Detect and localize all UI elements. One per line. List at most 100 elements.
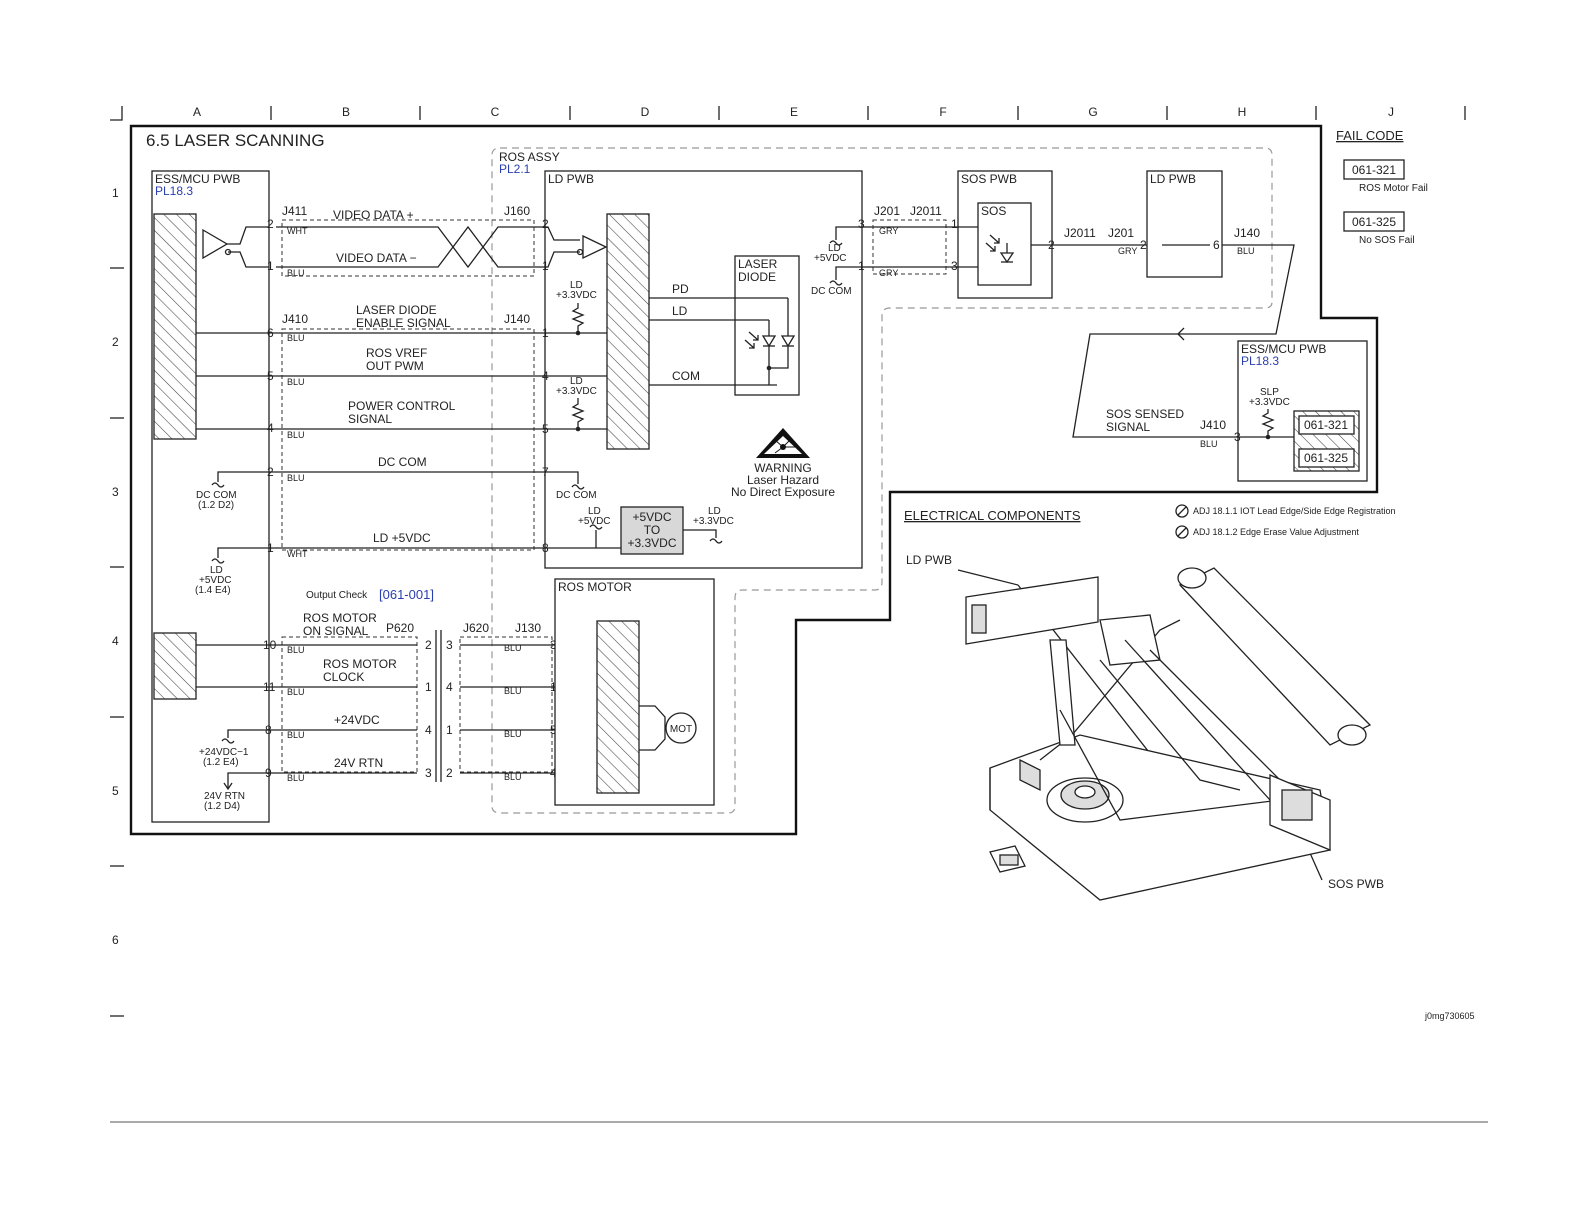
line-driver-icon bbox=[202, 228, 229, 260]
motor-icon bbox=[665, 712, 697, 744]
ref-ld5v-loc: (1.4 E4) bbox=[195, 585, 231, 596]
adj-icon-2 bbox=[1175, 525, 1189, 539]
row-grid: 1 2 3 4 5 6 bbox=[110, 186, 124, 1017]
voltage-converter bbox=[620, 506, 684, 555]
ref-33v-pullup-1: +3.3VDC bbox=[556, 290, 597, 301]
fail-code-1: 061-321 bbox=[1352, 163, 1396, 177]
pin-j201-3: 3 bbox=[858, 217, 865, 231]
signal-24v-rtn: 24V RTN bbox=[334, 756, 383, 770]
dc-com-ref-lead bbox=[217, 471, 269, 482]
wire-color-blu-2: BLU bbox=[287, 473, 305, 483]
row-label-6: 6 bbox=[112, 933, 119, 947]
sos-sensor-label: SOS bbox=[981, 204, 1006, 218]
ref-ld: LD bbox=[210, 565, 223, 576]
pin-j140-5: 5 bbox=[542, 422, 549, 436]
ld-harness-outline bbox=[281, 328, 535, 551]
laser-diode-line1: LASER bbox=[738, 257, 778, 271]
ros-assy-ref: PL2.1 bbox=[499, 162, 531, 176]
wire-video-minus bbox=[276, 225, 534, 268]
pin-j2011-3: 3 bbox=[951, 259, 958, 273]
connector-j411: J411 bbox=[282, 204, 307, 218]
ref-33v-slp: +3.3VDC bbox=[1249, 397, 1290, 408]
signal-com: COM bbox=[672, 369, 700, 383]
ld-pwb-right-title: LD PWB bbox=[1150, 172, 1196, 186]
ess-right-title: ESS/MCU PWB bbox=[1241, 342, 1326, 356]
pin-j410r-3: 3 bbox=[1234, 430, 1241, 444]
pin-1-video: 1 bbox=[267, 259, 274, 273]
code-061-325-inner: 061-325 bbox=[1304, 451, 1348, 465]
code-box-061-321-inner bbox=[1298, 415, 1355, 435]
pin-j620-1: 1 bbox=[446, 723, 453, 737]
signal-ld: LD bbox=[672, 304, 688, 318]
pin-j130-5: 5 bbox=[550, 723, 557, 737]
connector-j201: J201 bbox=[874, 204, 900, 218]
motor-label: MOT bbox=[670, 724, 692, 735]
fail-code-2-desc: No SOS Fail bbox=[1359, 235, 1415, 246]
pin-j160-1: 1 bbox=[542, 259, 549, 273]
wire-color-blu-5: BLU bbox=[287, 377, 305, 387]
ref-5vdc: +5VDC bbox=[199, 575, 232, 586]
wire-color-blu-m1: BLU bbox=[287, 645, 305, 655]
ref-ld-conv-out: LD bbox=[708, 506, 721, 517]
ref-dc-com-sos: DC COM bbox=[811, 286, 852, 297]
ros-assembly-illustration bbox=[957, 567, 1372, 901]
col-label-g: G bbox=[1088, 105, 1097, 119]
resistor-icon-1 bbox=[571, 303, 585, 333]
connector-j620: J620 bbox=[463, 621, 489, 635]
wire-color-gry-2: GRY bbox=[879, 268, 898, 278]
pin-j130-1: 1 bbox=[550, 680, 557, 694]
electrical-components-heading: ELECTRICAL COMPONENTS bbox=[904, 508, 1081, 523]
col-label-h: H bbox=[1238, 105, 1247, 119]
fail-code-box-2 bbox=[1343, 211, 1405, 232]
wire-color-blu-m3: BLU bbox=[287, 730, 305, 740]
signal-motor-clock-2: CLOCK bbox=[323, 670, 364, 684]
col-label-d: D bbox=[641, 105, 650, 119]
ref-5v-sos: +5VDC bbox=[814, 253, 847, 264]
ref-slp: SLP bbox=[1260, 387, 1279, 398]
warning-line3: No Direct Exposure bbox=[731, 485, 835, 499]
ld-pwb-right-box bbox=[1146, 170, 1223, 278]
laser-diode-line2: DIODE bbox=[738, 270, 776, 284]
col-label-a: A bbox=[193, 105, 201, 119]
ref-24v-rtn-loc: (1.2 D4) bbox=[204, 801, 240, 812]
ref-24v-rtn: 24V RTN bbox=[204, 791, 245, 802]
resistor-icon-3 bbox=[1261, 409, 1275, 437]
pin-p620-4: 4 bbox=[425, 723, 432, 737]
signal-sos-sensed-1: SOS SENSED bbox=[1106, 407, 1184, 421]
wire-color-blu-m5: BLU bbox=[504, 643, 522, 653]
ref-ld-pullup-2: LD bbox=[570, 376, 583, 387]
output-check-code[interactable]: [061-001] bbox=[379, 587, 434, 602]
adj-1[interactable]: ADJ 18.1.1 IOT Lead Edge/Side Edge Regis… bbox=[1193, 506, 1395, 516]
connector-j201-right: J201 bbox=[1108, 226, 1134, 240]
connector-j130: J130 bbox=[515, 621, 541, 635]
connector-j160: J160 bbox=[504, 204, 530, 218]
pin-j160-2: 2 bbox=[542, 217, 549, 231]
pin-j140-4: 4 bbox=[542, 369, 549, 383]
callout-sos-pwb: SOS PWB bbox=[1328, 877, 1384, 891]
adj-2[interactable]: ADJ 18.1.2 Edge Erase Value Adjustment bbox=[1193, 527, 1359, 537]
pin-ld-right-6: 6 bbox=[1213, 238, 1220, 252]
signal-dc-com: DC COM bbox=[378, 455, 427, 469]
pin-p620-2: 2 bbox=[425, 638, 432, 652]
signal-24v: +24VDC bbox=[334, 713, 380, 727]
pin-j620-2: 2 bbox=[446, 766, 453, 780]
pin-10: 10 bbox=[263, 638, 277, 652]
signal-motor-on-1: ROS MOTOR bbox=[303, 611, 377, 625]
col-label-c: C bbox=[491, 105, 500, 119]
pin-4-j410: 4 bbox=[267, 421, 274, 435]
wire-color-blu-m7: BLU bbox=[504, 729, 522, 739]
signal-motor-on-2: ON SIGNAL bbox=[303, 624, 369, 638]
wire-video-plus bbox=[276, 226, 534, 269]
pin-2-video: 2 bbox=[267, 217, 274, 231]
signal-motor-clock-1: ROS MOTOR bbox=[323, 657, 397, 671]
line-receiver-icon bbox=[582, 234, 608, 260]
signal-video-plus: VIDEO DATA + bbox=[333, 208, 414, 222]
wire-color-blu-j410r: BLU bbox=[1200, 439, 1218, 449]
ref-5v-conv-in: +5VDC bbox=[578, 516, 611, 527]
col-label-e: E bbox=[790, 105, 798, 119]
sos-photodiode-icon bbox=[999, 252, 1015, 264]
fail-code-box-1 bbox=[1343, 159, 1405, 180]
wire-color-blu-m2: BLU bbox=[287, 687, 305, 697]
row-label-3: 3 bbox=[112, 485, 119, 499]
fail-code-1-desc: ROS Motor Fail bbox=[1359, 183, 1428, 194]
